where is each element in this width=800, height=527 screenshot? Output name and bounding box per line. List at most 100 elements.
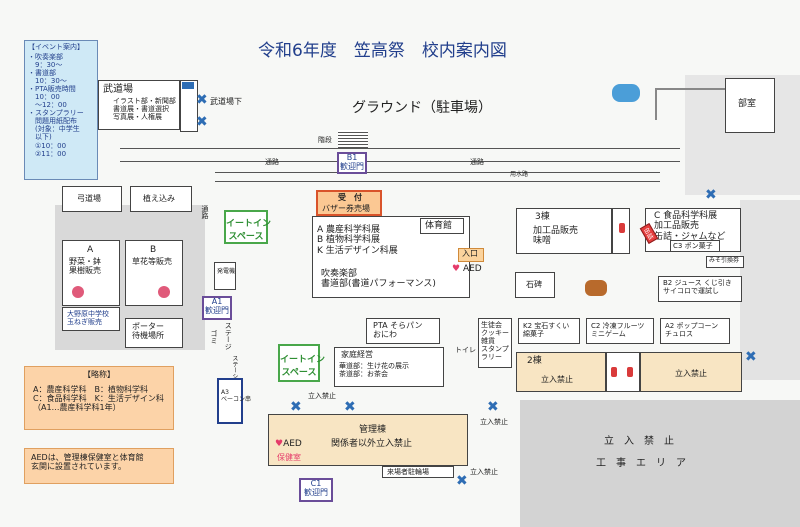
stall-a: A 野菜・鉢 果樹販売 xyxy=(62,240,120,306)
c3-box: C3 ポン菓子 xyxy=(670,240,720,252)
stage-station-label: ステージ xyxy=(222,322,233,350)
gym-label: 体育館 xyxy=(425,221,453,231)
c2-lines: C2 冷凍フルーツ ミニゲーム xyxy=(591,322,645,339)
kasei: 家庭経営 華道部：生け花の展示 茶道部：お茶会 xyxy=(334,347,444,387)
seito-lines: 生徒会 クッキー 雑貨 スタンプ ラリー xyxy=(481,321,509,362)
kaidan-label: 階段 xyxy=(318,136,332,144)
toilet-icon xyxy=(611,367,617,377)
ground-arrow xyxy=(655,88,727,120)
building-3-code: 3棟 xyxy=(535,212,550,222)
toilet-label: トイレ xyxy=(455,346,476,354)
uketsuke-line2: バザー券売場 xyxy=(322,204,370,213)
bicycle-parking-label: 来場者駐輪場 xyxy=(387,468,429,476)
toilet-box xyxy=(612,208,630,254)
entrance-tag: 入口 xyxy=(458,248,484,262)
kyudojo-label: 弓道場 xyxy=(77,194,101,203)
aed-mark-small xyxy=(182,82,194,89)
gate-b1: B1 歓迎門 xyxy=(337,152,367,174)
stairs xyxy=(338,130,368,148)
gomi-label: ゴミ xyxy=(210,330,219,344)
restrict-label: 立入禁止 xyxy=(308,392,336,400)
uketsuke-line1: 受 付 xyxy=(338,193,362,202)
kanri-aed: ♥AED xyxy=(275,439,302,449)
building-2-restrict: 立入禁止 xyxy=(541,375,573,384)
gate-a1-label: 歓迎門 xyxy=(205,305,229,315)
building-2-code: 2棟 xyxy=(527,356,542,366)
pta-lines: PTA そらパン おにわ xyxy=(373,321,423,340)
k2-lines: K2 宝石すくい 綿菓子 xyxy=(523,322,570,339)
miso-label: みそ引換券 xyxy=(709,257,740,264)
c3-label: C3 ポン菓子 xyxy=(673,242,713,250)
performance-lines: 吹奏楽部 書道部(書道パフォーマンス) xyxy=(321,269,436,290)
right-strip-gray xyxy=(740,200,800,380)
gym-label-box: 体育館 xyxy=(420,218,464,234)
road-label-vertical: 通路 xyxy=(201,205,210,219)
eat-in-label: イートイン スペース xyxy=(280,355,326,378)
no-entry-cross: ✖ xyxy=(196,114,208,130)
car-icon xyxy=(612,84,640,102)
building-2-east-restrict: 立入禁止 xyxy=(675,369,707,378)
canal xyxy=(215,172,660,182)
flower-icon xyxy=(158,286,170,298)
stall-b-lines: 草花等販売 xyxy=(132,257,172,266)
gate-a3: A3 ベーコン串 xyxy=(217,378,251,424)
hoken-label: 保健室 xyxy=(277,453,301,462)
eat-in-space-bottom: イートイン スペース xyxy=(278,344,326,382)
no-entry-cross: ✖ xyxy=(705,187,717,203)
kanri-title: 管理棟 xyxy=(359,425,387,435)
gate-a1-code: A1 xyxy=(211,297,223,306)
no-entry-cross: ✖ xyxy=(196,92,208,108)
a2-box: A2 ポップコーン チュロス xyxy=(660,318,730,344)
page-title: 令和6年度 笠高祭 校内案内図 xyxy=(258,41,507,61)
kanri-building: 管理棟 関係者以外立入禁止 ♥AED 保健室 xyxy=(268,414,468,466)
stage-label: ステージ xyxy=(224,322,233,350)
kenjo-label: 石碑 xyxy=(526,280,542,289)
gate-c1-label: 歓迎門 xyxy=(304,487,328,497)
aed-note: AEDは、管理棟保健室と体育館 玄関に設置されています。 xyxy=(24,448,174,484)
ground-label: グラウンド（駐車場） xyxy=(352,100,492,116)
construction-area xyxy=(520,400,800,527)
gym-aed-label: ♥ AED xyxy=(452,264,482,274)
bushitsu: 部室 xyxy=(725,78,775,133)
aed-note-lines: AEDは、管理棟保健室と体育館 玄関に設置されています。 xyxy=(31,453,144,472)
miso-ticket: みそ引換券 xyxy=(706,256,744,268)
gate-c1-code: C1 xyxy=(310,479,322,488)
flower-icon xyxy=(72,286,84,298)
budojo-side xyxy=(180,80,198,132)
eat-in-label: イートイン スペース xyxy=(226,219,272,242)
budojo: 武道場 イラスト部・新聞部 書道展・書道選択 写真展・人権展 xyxy=(98,80,180,130)
seito-box: 生徒会 クッキー 雑貨 スタンプ ラリー xyxy=(478,318,512,368)
b2-lines: B2 ジュース くじ引き サイコロで運試し xyxy=(663,279,732,296)
kanri-aed-text: AED xyxy=(283,439,302,449)
restrict-label: 立入禁止 xyxy=(480,418,508,426)
gym-exhibit-lines: A 農産科学科展 B 植物科学科展 K 生活デザイン科展 xyxy=(317,225,398,256)
no-entry-cross: ✖ xyxy=(456,473,468,489)
c-block-lines: C 食品科学科展 加工品販売 缶詰・ジャムなど xyxy=(654,211,726,242)
gate-a3-label: A3 ベーコン串 xyxy=(221,389,252,403)
toilet-icon xyxy=(627,367,633,377)
construction-line1: 立 入 禁 止 xyxy=(604,436,674,447)
bicycle-parking: 来場者駐輪場 xyxy=(382,466,454,478)
stall-b: B 草花等販売 xyxy=(125,240,183,306)
construction-line2: 工 事 エ リ ア xyxy=(596,458,686,469)
kasei-title: 家庭経営 xyxy=(341,350,373,359)
building-2: 2棟 立入禁止 xyxy=(516,352,606,392)
uketsuke: 受 付 バザー券売場 xyxy=(316,190,382,216)
event-info-heading: 【イベント案内】 xyxy=(28,43,84,51)
porter-lines: ポーター 待機場所 xyxy=(132,322,164,341)
eat-in-space-top: イートイン スペース xyxy=(224,210,272,244)
c2-box: C2 冷凍フルーツ ミニゲーム xyxy=(586,318,654,344)
gate-b1-code: B1 xyxy=(346,153,358,162)
generator: 発電機 xyxy=(214,262,236,290)
legend-lines: A：農産科学科 B：植物科学科 C：食品科学科 K：生活デザイン科 （A1…農産… xyxy=(33,385,164,413)
entrance-label: 入口 xyxy=(462,249,478,258)
stall-a-lines: 野菜・鉢 果樹販売 xyxy=(69,257,101,276)
no-entry-cross: ✖ xyxy=(290,399,302,415)
gate-c1: C1 歓迎門 xyxy=(299,478,333,502)
toilet-box-2 xyxy=(606,352,640,392)
restrict-label: 立入禁止 xyxy=(470,468,498,476)
budojo-title: 武道場 xyxy=(103,84,133,95)
legend-box: 【略称】 A：農産科学科 B：植物科学科 C：食品科学科 K：生活デザイン科 （… xyxy=(24,366,174,430)
onuma-lines: 大野原中学校 玉ねぎ販売 xyxy=(67,310,109,327)
station-label: ステーション xyxy=(230,355,238,391)
